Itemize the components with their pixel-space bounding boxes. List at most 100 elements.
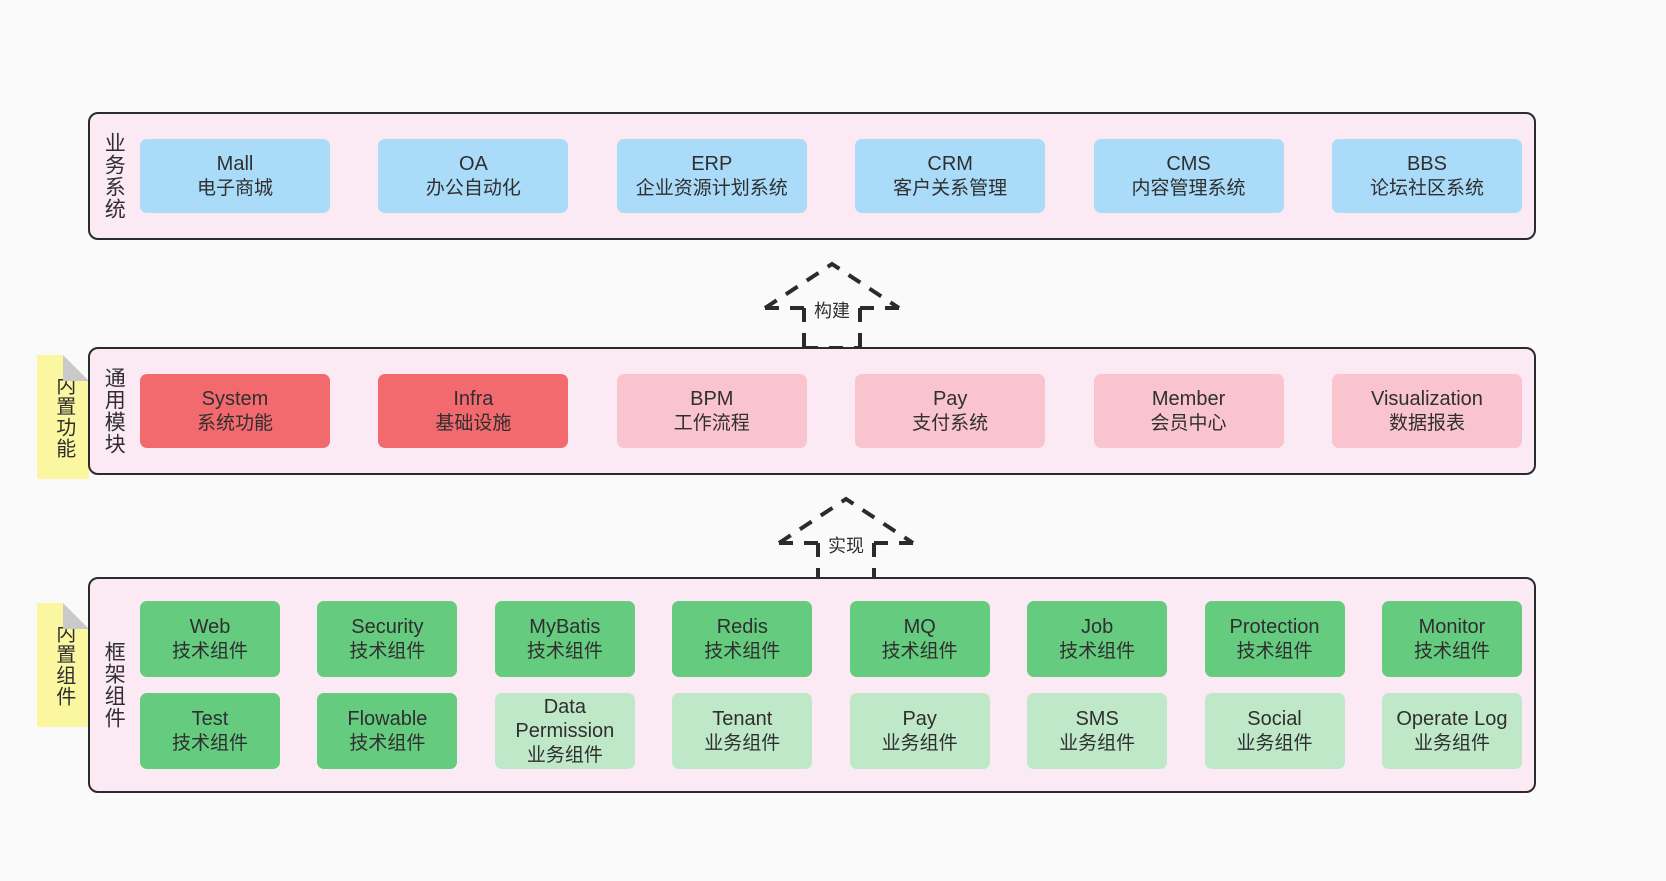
card-row: Test 技术组件 Flowable 技术组件 Data Permission …	[140, 693, 1522, 769]
card-subtitle: 技术组件	[1059, 640, 1136, 662]
layer-business-system: 业务系统 Mall 电子商城 OA 办公自动化 ERP 企业资源计划系统 CRM…	[88, 112, 1536, 240]
card-redis[interactable]: Redis 技术组件	[672, 601, 813, 677]
card-title: Redis	[716, 616, 768, 639]
layer-title-business-system: 业务系统	[102, 132, 126, 220]
card-operate-log[interactable]: Operate Log 业务组件	[1381, 693, 1522, 769]
card-title: MyBatis	[529, 616, 601, 639]
card-title: Mall	[216, 153, 254, 176]
card-subtitle: 技术组件	[171, 732, 248, 754]
card-bbs[interactable]: BBS 论坛社区系统	[1331, 139, 1522, 213]
card-title: Flowable	[347, 708, 428, 731]
sticky-note-fold-builtin-function	[63, 355, 89, 381]
card-erp[interactable]: ERP 企业资源计划系统	[616, 139, 807, 213]
card-subtitle: 业务组件	[1413, 732, 1490, 754]
layer-body-common-module: System 系统功能 Infra 基础设施 BPM 工作流程 Pay 支付系统…	[136, 349, 1534, 473]
card-test[interactable]: Test 技术组件	[140, 693, 280, 769]
card-mall[interactable]: Mall 电子商城	[140, 139, 330, 213]
card-oa[interactable]: OA 办公自动化	[378, 139, 569, 213]
card-title: Pay	[902, 708, 937, 731]
card-subtitle: 支付系统	[912, 412, 989, 434]
card-title: MQ	[903, 616, 936, 639]
card-title: Pay	[932, 388, 968, 411]
card-title: Test	[191, 708, 229, 731]
card-subtitle: 业务组件	[704, 732, 781, 754]
card-subtitle: 技术组件	[349, 640, 426, 662]
card-title: Operate Log	[1396, 708, 1508, 731]
card-title: Job	[1080, 616, 1114, 639]
card-subtitle: 基础设施	[435, 412, 512, 434]
card-pay[interactable]: Pay 支付系统	[855, 374, 1046, 448]
card-subtitle: 电子商城	[196, 177, 273, 199]
card-title: Monitor	[1418, 616, 1486, 639]
layer-title-framework-component: 框架组件	[102, 641, 126, 729]
layer-title-common-module: 通用模块	[102, 367, 126, 455]
card-subtitle: 技术组件	[171, 640, 248, 662]
card-security[interactable]: Security 技术组件	[317, 601, 458, 677]
card-system[interactable]: System 系统功能	[140, 374, 330, 448]
card-subtitle: 业务组件	[1236, 732, 1313, 754]
card-subtitle: 技术组件	[349, 732, 426, 754]
card-subtitle: 技术组件	[1236, 640, 1313, 662]
card-title: CMS	[1166, 153, 1211, 176]
card-subtitle: 技术组件	[1413, 640, 1490, 662]
card-social[interactable]: Social 业务组件	[1204, 693, 1345, 769]
card-row: Web 技术组件 Security 技术组件 MyBatis 技术组件 Redi…	[140, 601, 1522, 677]
card-subtitle: 业务组件	[881, 732, 958, 754]
sticky-note-label: 内置组件	[52, 623, 75, 707]
card-tenant[interactable]: Tenant 业务组件	[672, 693, 813, 769]
layer-common-module: 通用模块 System 系统功能 Infra 基础设施 BPM 工作流程 Pay…	[88, 347, 1536, 475]
card-subtitle: 会员中心	[1150, 412, 1227, 434]
card-subtitle: 业务组件	[1059, 732, 1136, 754]
connector-label-build: 构建	[812, 296, 852, 324]
layer-body-business-system: Mall 电子商城 OA 办公自动化 ERP 企业资源计划系统 CRM 客户关系…	[136, 114, 1534, 238]
card-web[interactable]: Web 技术组件	[140, 601, 280, 677]
card-protection[interactable]: Protection 技术组件	[1204, 601, 1345, 677]
card-infra[interactable]: Infra 基础设施	[378, 374, 569, 448]
card-title: Protection	[1229, 616, 1320, 639]
connector-label-implement: 实现	[826, 531, 866, 559]
card-subtitle: 客户关系管理	[893, 177, 1008, 199]
card-flowable[interactable]: Flowable 技术组件	[317, 693, 458, 769]
card-title: BPM	[690, 388, 734, 411]
card-subtitle: 技术组件	[526, 640, 603, 662]
card-cms[interactable]: CMS 内容管理系统	[1093, 139, 1284, 213]
card-data-permission[interactable]: Data Permission 业务组件	[494, 693, 635, 769]
card-mybatis[interactable]: MyBatis 技术组件	[494, 601, 635, 677]
card-subtitle: 系统功能	[196, 412, 273, 434]
sticky-note-fold-builtin-component	[63, 603, 89, 629]
card-title: ERP	[691, 153, 733, 176]
card-subtitle: 企业资源计划系统	[635, 177, 788, 199]
layer-framework-component: 框架组件 Web 技术组件 Security 技术组件 MyBatis 技术组件…	[88, 577, 1536, 793]
card-subtitle: 业务组件	[526, 744, 603, 766]
card-job[interactable]: Job 技术组件	[1027, 601, 1168, 677]
card-subtitle: 技术组件	[704, 640, 781, 662]
card-row: System 系统功能 Infra 基础设施 BPM 工作流程 Pay 支付系统…	[140, 374, 1522, 448]
card-member[interactable]: Member 会员中心	[1093, 374, 1284, 448]
card-sms[interactable]: SMS 业务组件	[1027, 693, 1168, 769]
card-title-line2: Permission	[515, 720, 615, 743]
connector-build: 构建	[757, 258, 907, 350]
card-title: System	[201, 388, 269, 411]
card-title: Tenant	[712, 708, 773, 731]
card-mq[interactable]: MQ 技术组件	[849, 601, 990, 677]
sticky-note-label: 内置功能	[52, 375, 75, 459]
card-visualization[interactable]: Visualization 数据报表	[1331, 374, 1522, 448]
card-subtitle: 工作流程	[673, 412, 750, 434]
card-title: SMS	[1075, 708, 1119, 731]
card-crm[interactable]: CRM 客户关系管理	[855, 139, 1046, 213]
card-bpm[interactable]: BPM 工作流程	[616, 374, 807, 448]
card-title: Security	[351, 616, 424, 639]
card-monitor[interactable]: Monitor 技术组件	[1381, 601, 1522, 677]
card-title: Member	[1151, 388, 1226, 411]
card-row: Mall 电子商城 OA 办公自动化 ERP 企业资源计划系统 CRM 客户关系…	[140, 139, 1522, 213]
card-subtitle: 内容管理系统	[1131, 177, 1246, 199]
card-subtitle: 论坛社区系统	[1369, 177, 1484, 199]
card-title: Visualization	[1370, 388, 1483, 411]
card-subtitle: 数据报表	[1388, 412, 1465, 434]
layer-body-framework-component: Web 技术组件 Security 技术组件 MyBatis 技术组件 Redi…	[136, 579, 1534, 791]
card-title: Infra	[453, 388, 494, 411]
card-pay-component[interactable]: Pay 业务组件	[849, 693, 990, 769]
card-title: Web	[189, 616, 231, 639]
card-title: CRM	[927, 153, 973, 176]
